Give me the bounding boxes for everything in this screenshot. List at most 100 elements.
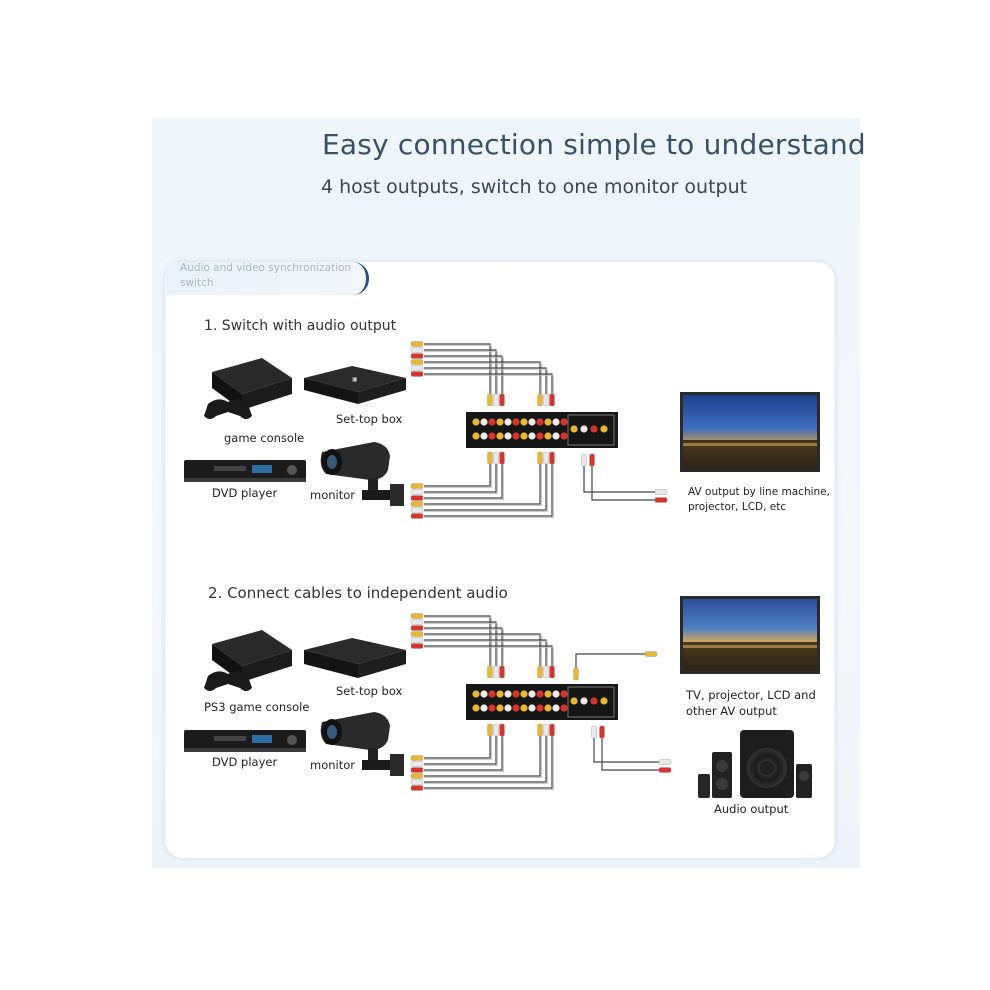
av-cable xyxy=(424,621,497,670)
jack-bottom xyxy=(560,704,568,712)
jack-top xyxy=(560,690,568,698)
av-cable xyxy=(424,369,548,398)
section1-heading: 1. Switch with audio output xyxy=(204,318,397,334)
tv-screen-1 xyxy=(680,392,820,472)
dvd-player-icon xyxy=(184,460,306,482)
rca-plug xyxy=(549,665,555,679)
jack-top xyxy=(520,690,528,698)
rca-plug xyxy=(410,353,424,359)
output-jack xyxy=(600,697,608,705)
rca-plug xyxy=(493,665,499,679)
av-cable xyxy=(424,617,493,670)
av-cable xyxy=(424,373,553,398)
rca-plug xyxy=(543,451,549,465)
av-cable xyxy=(424,629,505,670)
game-console-icon xyxy=(204,358,292,419)
av-cable xyxy=(424,639,547,670)
jack-bottom xyxy=(536,704,544,712)
rca-plug xyxy=(410,755,424,761)
rca-plug xyxy=(644,651,658,657)
jack-top xyxy=(552,690,560,698)
security-camera-icon xyxy=(320,442,404,506)
rca-plug xyxy=(654,497,668,503)
ps3-console-icon xyxy=(204,630,292,691)
av-cable xyxy=(424,647,554,670)
av-cable xyxy=(424,633,541,670)
av-cable xyxy=(424,462,491,487)
rca-plug xyxy=(537,393,543,407)
av-switch-box-2 xyxy=(466,684,618,720)
rca-plug xyxy=(599,725,605,739)
av-cable xyxy=(424,734,548,784)
jack-top xyxy=(544,690,552,698)
jack-top xyxy=(512,690,520,698)
rca-plug xyxy=(589,453,595,467)
jack-top xyxy=(536,690,544,698)
jack-top xyxy=(472,690,480,698)
rca-plug xyxy=(410,489,424,495)
output-jack xyxy=(570,697,578,705)
av-cable xyxy=(424,734,499,766)
av-cable xyxy=(424,645,553,670)
jack-bottom xyxy=(512,432,520,440)
jack-bottom xyxy=(528,432,536,440)
av-cable xyxy=(424,734,554,790)
av-cable xyxy=(424,363,542,398)
jack-bottom xyxy=(488,432,496,440)
svg-text:▣: ▣ xyxy=(352,376,358,383)
rca-plug xyxy=(410,779,424,785)
jack-top xyxy=(488,418,496,426)
rca-plug xyxy=(537,451,543,465)
av-cable xyxy=(424,357,505,398)
rca-plug xyxy=(591,725,597,739)
output-jack xyxy=(590,425,598,433)
output-jack xyxy=(600,425,608,433)
rca-plug xyxy=(410,483,424,489)
rca-plug xyxy=(410,341,424,347)
page-subtitle: 4 host outputs, switch to one monitor ou… xyxy=(321,176,748,198)
rca-plug xyxy=(410,619,424,625)
label-ps3-console: PS3 game console xyxy=(204,700,310,714)
rca-plug xyxy=(410,513,424,519)
jack-top xyxy=(480,418,488,426)
rca-plug xyxy=(499,393,505,407)
av-cable xyxy=(424,734,493,760)
av-cable xyxy=(424,734,541,777)
rca-plug xyxy=(549,451,555,465)
label-av-output: AV output by line machine, xyxy=(688,486,830,498)
av-cable xyxy=(593,732,664,763)
set-top-box-icon: ▣ xyxy=(304,366,406,404)
av-cable xyxy=(424,462,541,505)
speaker-system-icon xyxy=(698,730,812,798)
av-cable xyxy=(424,641,548,670)
jack-bottom xyxy=(544,704,552,712)
jack-bottom xyxy=(496,432,504,440)
rca-plug xyxy=(410,347,424,353)
av-cable xyxy=(424,367,547,398)
rca-plug xyxy=(487,723,493,737)
av-cable xyxy=(424,462,548,513)
rca-plug xyxy=(410,767,424,773)
rca-plug xyxy=(410,637,424,643)
av-cable xyxy=(424,734,491,759)
section-tag-label: Audio and video synchronization switch xyxy=(180,262,352,289)
rca-plug xyxy=(499,723,505,737)
section-tag xyxy=(166,262,369,295)
jack-top xyxy=(504,690,512,698)
rca-plug xyxy=(410,625,424,631)
rca-plug xyxy=(654,489,668,495)
security-camera-2-icon xyxy=(320,712,404,776)
jack-top xyxy=(520,418,528,426)
av-cable xyxy=(424,462,493,489)
rca-plug xyxy=(537,723,543,737)
label-monitor-2: monitor xyxy=(310,758,355,772)
jack-bottom xyxy=(472,704,480,712)
jack-top xyxy=(504,418,512,426)
av-cable xyxy=(424,734,547,783)
rca-plug xyxy=(658,767,672,773)
jack-bottom xyxy=(552,704,560,712)
label-audio-output: Audio output xyxy=(714,802,789,816)
label-dvd-player-2: DVD player xyxy=(212,755,278,769)
av-cable xyxy=(424,462,499,495)
output-jack xyxy=(580,425,588,433)
